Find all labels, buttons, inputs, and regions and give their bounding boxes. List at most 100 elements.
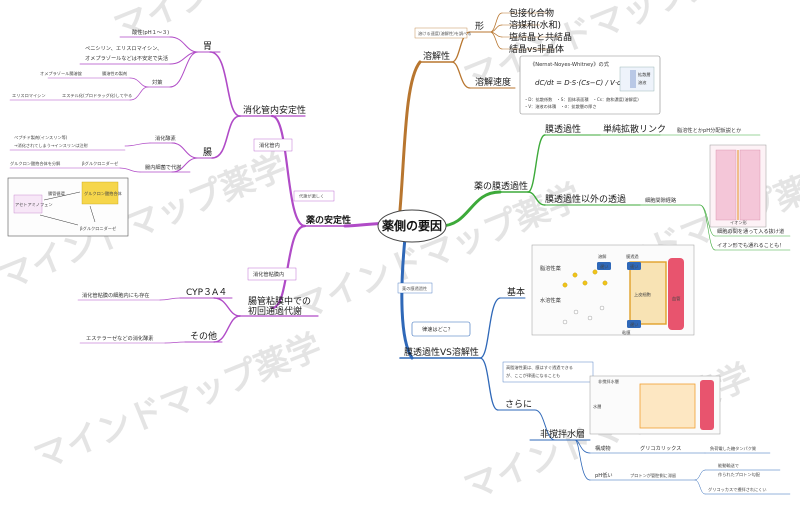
diagram-arrow-3	[39, 214, 79, 226]
shape-label: 形	[475, 20, 484, 32]
cm2-left: エリスロマイシン	[12, 93, 46, 99]
enzyme-label: 消化酵素	[155, 134, 176, 142]
proton-label: プロトンが管腔側に滞留	[630, 472, 676, 479]
unstirred-vessel	[700, 380, 714, 430]
formula-legend-2: ・V：溶液の体積 ・σ：拡散層の厚さ	[524, 103, 597, 110]
slow-badge	[597, 262, 611, 270]
vessel	[668, 258, 684, 330]
cm2-right: エステル化(プロドラッグ化)してやる	[62, 92, 132, 99]
center-title: 薬側の要因	[382, 218, 442, 233]
permeability-title: 薬の膜透過性	[474, 180, 528, 192]
graph-label-2: 溶液	[638, 79, 647, 86]
versus-title: 膜透過性VS溶解性	[404, 346, 479, 358]
unstirred-figure: 非撹拌水層 水層	[589, 375, 721, 435]
stability-note: 代謝が激しく	[299, 193, 324, 200]
further-label: さらに	[505, 399, 532, 410]
center-node-shape[interactable]	[377, 209, 447, 243]
other-label: その他	[190, 330, 217, 342]
solubility-note: 溶ける速度(溶解性)を調べる	[418, 30, 472, 37]
gi-sub: 消化管内	[259, 141, 280, 149]
question-label: 律速はどこ？	[422, 325, 453, 333]
shape-item-1: 包接化合物	[509, 7, 554, 19]
permeability-labels: 薬の膜透過性 膜透過性 単純拡散リンク 脂溶性とかpH分配仮説とか 膜透過性以外…	[474, 123, 784, 249]
shape-item-2: 溶媒和(水和)	[509, 19, 561, 31]
paracellular-label: 細胞間隙経路	[645, 196, 677, 204]
cm1-right: 腸溶性の製剤	[102, 70, 127, 77]
lipo-label: 脂溶性薬	[540, 264, 561, 272]
glucuronide-diagram: アセトアミノフェン グルクロン酸抱合体 腸管循環 βグルクロニダーゼ	[7, 177, 129, 237]
solubility-labels: 溶ける速度(溶解性)を調べる 溶解性 形 包接化合物 溶媒和(水和) 塩結晶と共…	[414, 7, 661, 115]
epithelium	[629, 261, 667, 325]
lipo-particles	[562, 269, 608, 288]
explain-2: が、ここが律速になることも	[506, 372, 560, 379]
hydro-particles	[562, 305, 605, 325]
fig2-side: 水層	[593, 403, 601, 410]
gi-title: 消化管内安定性	[243, 104, 306, 116]
mucosa-title-1: 腸管粘膜中での	[248, 295, 311, 307]
para-detail-1: 細胞の間を通って入る抜け道	[717, 227, 784, 235]
formula-graph	[619, 66, 655, 92]
diagram-arrow-1	[43, 191, 81, 201]
glucuro-right: βグルクロニダーゼ	[82, 160, 118, 167]
question-box	[411, 321, 471, 337]
stability-title: 薬の安定性	[306, 214, 351, 226]
branch-solubility	[398, 12, 561, 212]
hydro-label: 水溶性薬	[540, 296, 561, 304]
watermark: マインドマップ薬学	[108, 0, 407, 48]
absorption-frame	[531, 244, 695, 336]
diagram-arrow-2	[89, 205, 96, 223]
stability-note-box	[293, 190, 335, 202]
basic-label: 基本	[507, 286, 525, 298]
diagram-label-d: βグルクロニダーゼ	[80, 225, 116, 232]
intestine-label: 腸	[203, 147, 212, 158]
slow-label-2: 遅い	[630, 322, 638, 328]
other-detail: エステラーゼなどの消化酵素	[86, 334, 153, 342]
branch-stability	[9, 36, 397, 344]
formula-equation: dC/dt = D·S·(Cs−C) / V·σ	[535, 79, 622, 87]
simple-diffusion-link[interactable]: 単純拡散リンク	[603, 123, 666, 135]
membrane-label: 膜透過性	[545, 123, 581, 135]
peptide-1: ペプチド製剤(インスリン等)	[14, 134, 68, 141]
vessel-label: 血管	[672, 295, 680, 302]
watermark: マインドマップ薬学	[28, 327, 327, 479]
explain-box	[502, 361, 594, 383]
glucuro-left: グルクロン酸抱合体を分解	[10, 160, 60, 167]
proton-r2: 作られたプロトン勾配	[718, 471, 761, 478]
diagram-label-a: アセトアミノフェン	[15, 202, 53, 208]
versus-note: 薬の膜透過性	[402, 285, 427, 292]
absorption-figure: 上皮細胞 血管 脂溶性薬 水溶性薬 溶解 膜透過 遅い 速い 遅い 粘膜	[531, 244, 695, 336]
acid-label: 酸性(pH１～３)	[132, 28, 169, 36]
cyp-label: CYP３A４	[186, 288, 227, 298]
acid-detail-2: オメプラゾールなどは不安定で失活	[85, 54, 168, 62]
fast-label: 速い	[630, 264, 638, 270]
versus-labels: 薬の膜透過性 律速はどこ？ 膜透過性VS溶解性 基本 さらに 高脂溶性薬は、膜は…	[397, 282, 767, 493]
shape-item-3: 塩結晶と共結晶	[509, 31, 572, 43]
formula-legend-1: ・D：拡散係数 ・S：固体表面積 ・Cs：飽和濃度(溶解度)	[524, 96, 639, 103]
unstirred-cell	[639, 383, 696, 429]
mucosa-sub-box	[247, 267, 297, 281]
countermeasure-label: 対策	[152, 78, 163, 86]
diagram-box-a	[13, 194, 43, 214]
mucosa-title-2: 初回通過代謝	[248, 305, 302, 317]
slow-badge-2	[627, 320, 641, 328]
mucosa-sub: 消化管粘膜内	[253, 270, 284, 278]
proton-r1: 能動輸送で	[718, 462, 739, 469]
diagram-label-c: 腸管循環	[48, 190, 66, 197]
solubility-title: 溶解性	[423, 50, 450, 62]
glyco-detail: 負荷電した糖タンパク質	[710, 445, 756, 452]
stomach-label: 胃	[203, 41, 212, 52]
rate-label: 溶解速度	[475, 76, 511, 88]
dissolve-label: 溶解	[598, 253, 606, 260]
branch-versus	[399, 236, 791, 495]
para-detail-2: イオン形でも通れることも！	[717, 241, 784, 249]
para-cell-left	[715, 149, 737, 221]
peptide-2: →消化されてしまう→インスリンは注射	[14, 142, 88, 149]
simple-detail: 脂溶性とかpH分配仮説とか	[677, 126, 741, 134]
diagram-label-b: グルクロン酸抱合体	[84, 190, 123, 197]
shape-item-4: 結晶vs非晶体	[509, 43, 564, 55]
center-node[interactable]: 薬側の要因	[377, 209, 447, 243]
composition-label: 構成物	[595, 444, 611, 452]
perm-label: 膜透過	[626, 253, 639, 260]
branch-permeability	[438, 134, 791, 251]
